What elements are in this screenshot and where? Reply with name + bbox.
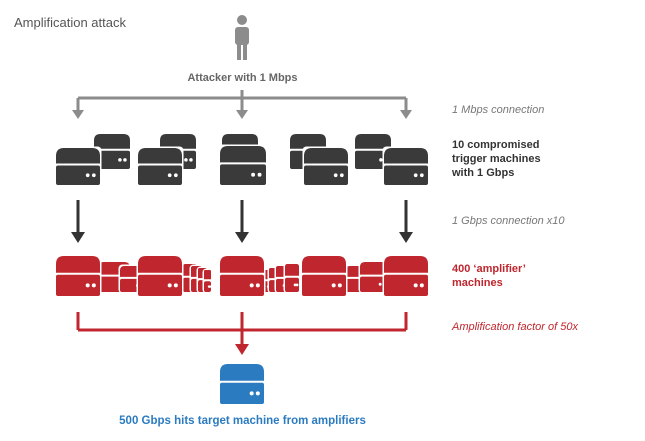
amplifier-machines-label: 400 ‘amplifier’ machines — [452, 263, 526, 289]
amplification-factor-label: Amplification factor of 50x — [452, 321, 578, 333]
trigger-machines — [54, 132, 430, 187]
amplification-lines — [76, 312, 408, 345]
amplifier-server — [218, 254, 266, 298]
target-label: 500 Gbps hits target machine from amplif… — [119, 415, 366, 427]
amplifier-server — [382, 254, 430, 298]
trigger-server — [302, 146, 350, 187]
gbps-connection-label: 1 Gbps connection x10 — [452, 215, 565, 227]
amplifier-server — [54, 254, 102, 298]
amplifier-server-small — [283, 262, 301, 294]
amplifier-server-small — [202, 268, 213, 294]
amplifier-server-small — [358, 260, 390, 294]
attacker-label: Attacker with 1 Mbps — [187, 72, 298, 84]
amplifier-server — [136, 254, 184, 298]
amplifier-server — [300, 254, 348, 298]
mbps-arrowheads — [72, 110, 412, 119]
mbps-connection-lines — [76, 90, 408, 110]
amplifier-machines — [54, 254, 430, 298]
gbps-arrows — [71, 200, 413, 243]
amplification-arrowhead — [235, 344, 249, 355]
mbps-connection-label: 1 Mbps connection — [452, 104, 545, 116]
target-server — [218, 362, 266, 406]
person-icon — [235, 15, 249, 60]
trigger-server — [218, 144, 268, 187]
trigger-server — [382, 146, 430, 187]
server-icon — [218, 362, 266, 406]
trigger-server — [136, 146, 184, 187]
trigger-machines-label: 10 compromised trigger machines with 1 G… — [452, 139, 541, 179]
trigger-server — [92, 132, 132, 171]
trigger-server — [54, 146, 102, 187]
diagram-title: Amplification attack — [14, 15, 126, 30]
